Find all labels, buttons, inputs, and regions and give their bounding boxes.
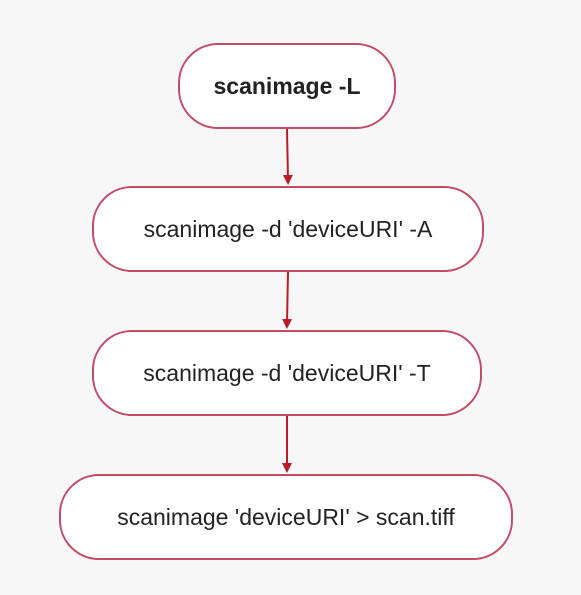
flow-node-test-device: scanimage -d 'deviceURI' -T bbox=[92, 330, 482, 416]
arrow-2-to-3 bbox=[282, 271, 293, 329]
flow-node-show-options: scanimage -d 'deviceURI' -A bbox=[92, 186, 484, 272]
arrow-1-to-2 bbox=[282, 128, 293, 185]
flow-node-scan-to-file: scanimage 'deviceURI' > scan.tiff bbox=[59, 474, 513, 560]
flow-node-list-devices: scanimage -L bbox=[178, 43, 396, 129]
